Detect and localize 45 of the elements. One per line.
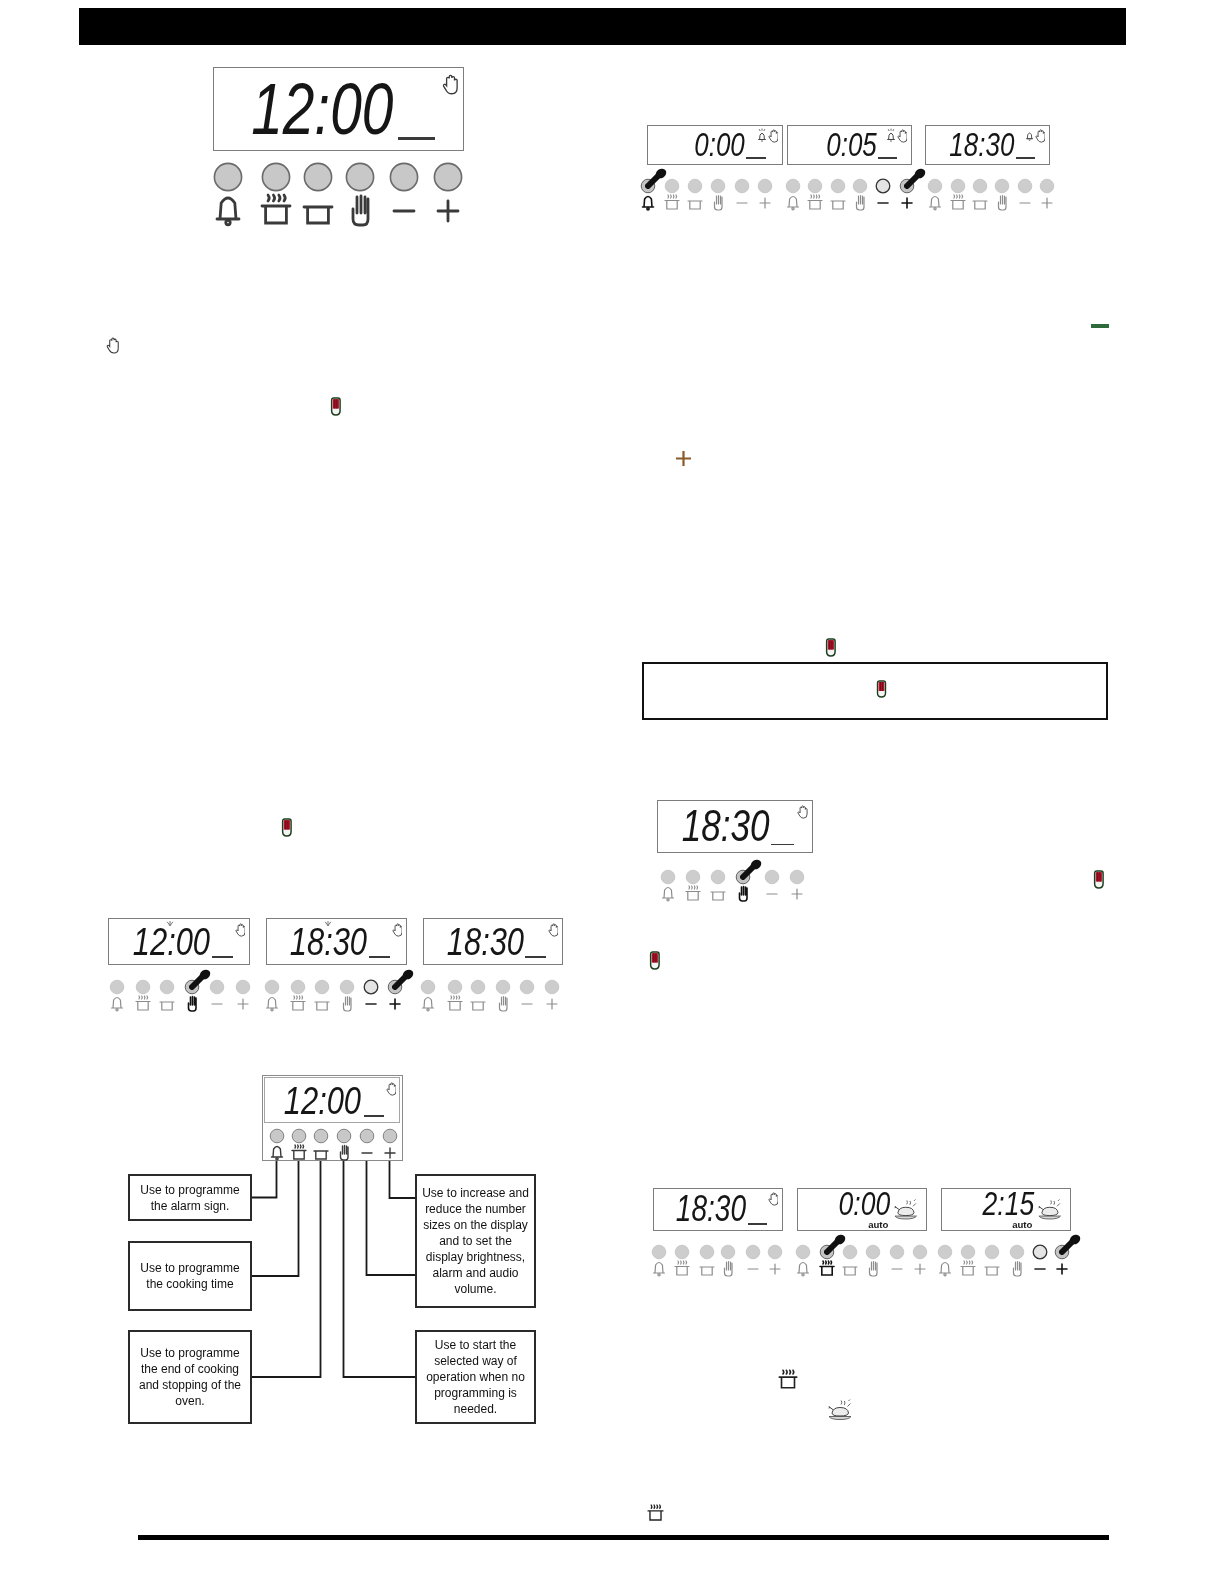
lcd-display [647, 125, 783, 165]
callout-frame [128, 1330, 252, 1424]
time-readout: 18:30 [446, 925, 524, 958]
time-readout: 12:00 [251, 80, 394, 139]
time-readout: 2:15 [982, 1190, 1035, 1218]
control-panel [262, 1075, 403, 1161]
callout-text: Use to start the selected way of operation when no programming is needed. [425, 1337, 526, 1417]
lcd-display [797, 1188, 927, 1231]
mode-label: auto [1012, 1219, 1033, 1230]
lcd-display [925, 125, 1050, 165]
leader-line [251, 1159, 278, 1199]
time-readout: 18:30 [290, 925, 368, 958]
leader-line [251, 1159, 322, 1378]
lcd-display [941, 1188, 1071, 1231]
lcd-display [213, 67, 464, 151]
lcd-display [108, 918, 250, 965]
lcd-display [653, 1188, 783, 1231]
leader-line [388, 1159, 416, 1199]
lcd-display [266, 918, 407, 965]
lcd-display [787, 125, 912, 165]
time-readout: 0:05 [826, 131, 877, 159]
callout-text: Use to programme the alarm sign. [139, 1181, 241, 1214]
note-frame [642, 662, 1108, 720]
callout-frame [128, 1174, 252, 1221]
time-readout: 18:30 [949, 131, 1015, 159]
callout-text: Use to programme the cooking time [139, 1260, 241, 1292]
lcd-display [657, 800, 813, 853]
time-readout: 0:00 [838, 1190, 891, 1218]
time-readout: 12:00 [132, 925, 211, 958]
steaming-pot-button-icon [288, 1127, 309, 1161]
time-readout: 18:30 [676, 1195, 747, 1224]
lcd-display [423, 918, 563, 965]
pot-button-icon [310, 1127, 331, 1161]
leader-line [342, 1159, 416, 1378]
callout-frame [415, 1174, 536, 1308]
leader-line [365, 1159, 416, 1276]
time-readout: 12:00 [284, 1084, 362, 1117]
callout-frame [415, 1330, 536, 1424]
callout-text: Use to increase and reduce the number sizes on the display and to set the display brightness, alarm and audio volume. [421, 1185, 530, 1297]
time-readout: 0:00 [694, 131, 745, 159]
mode-label: auto [868, 1219, 889, 1230]
callout-text: Use to programme the end of cooking and stopping of the oven. [137, 1345, 243, 1409]
leader-line [251, 1159, 300, 1277]
callout-frame [128, 1241, 252, 1311]
time-readout: 18:30 [681, 808, 770, 845]
